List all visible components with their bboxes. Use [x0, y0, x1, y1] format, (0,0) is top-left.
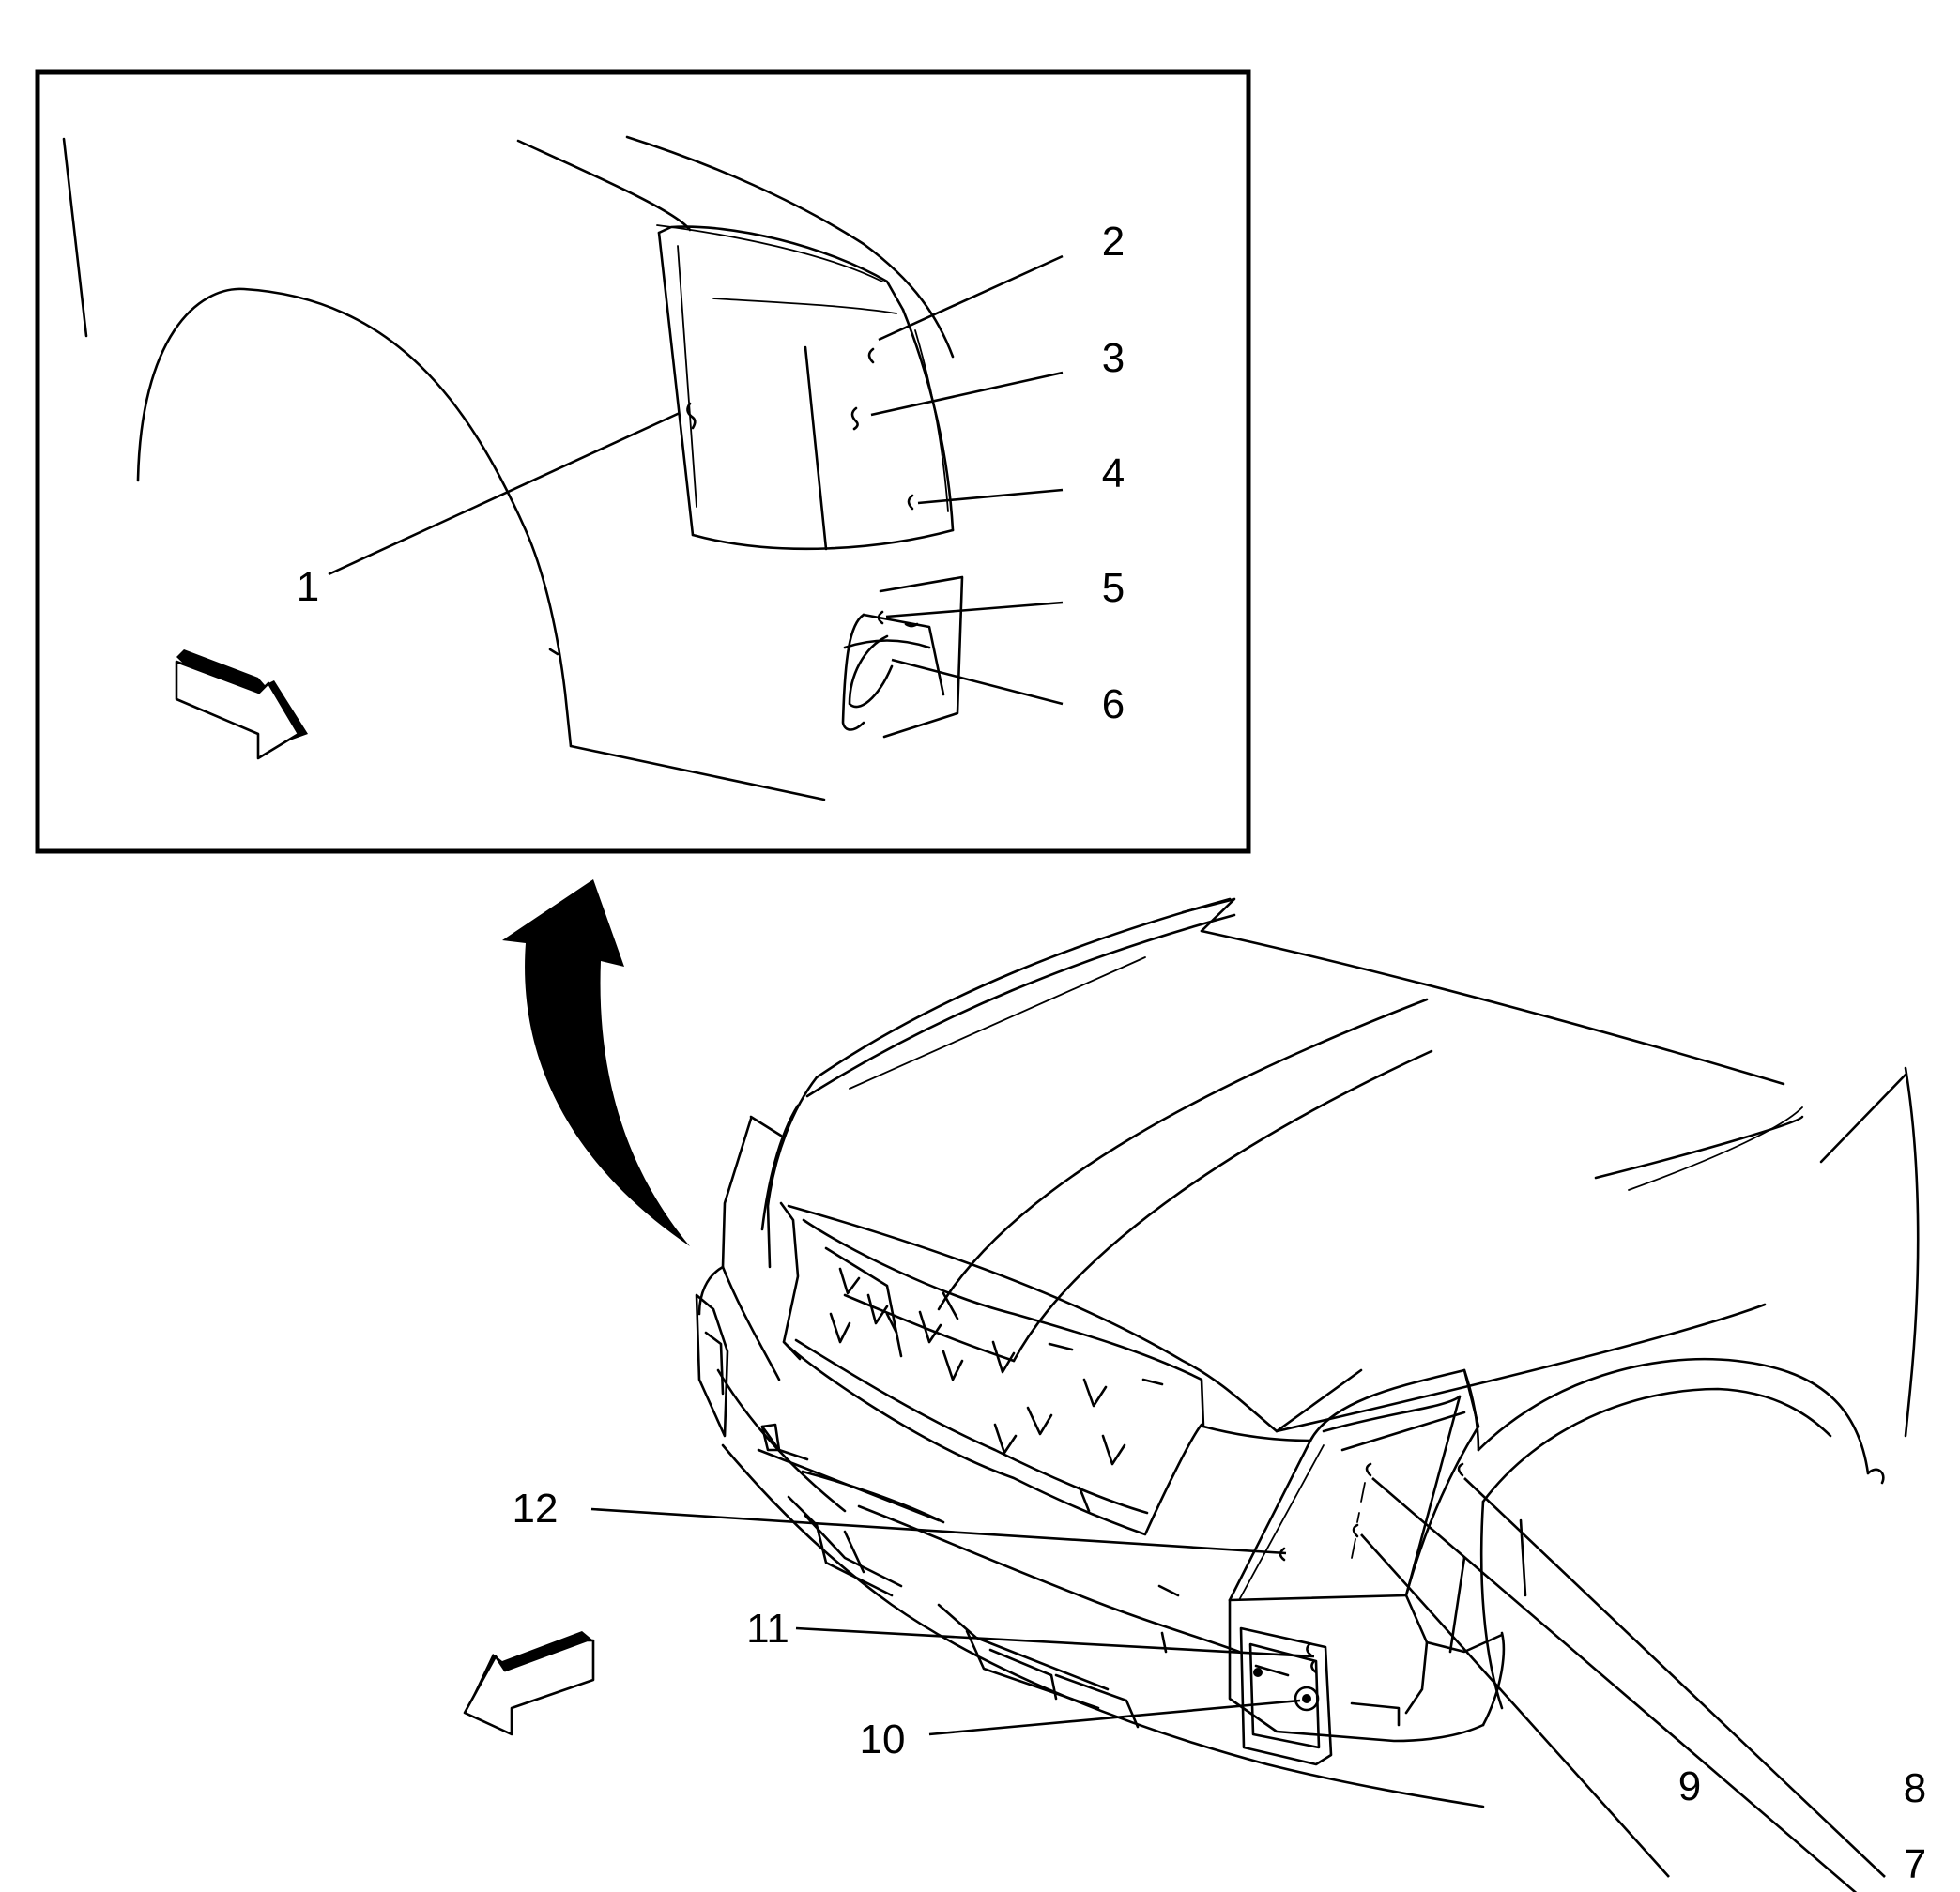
callout-5: 5	[1102, 565, 1125, 611]
inset-frame	[35, 69, 1251, 854]
callout-2: 2	[1102, 219, 1125, 265]
callout-10: 10	[860, 1717, 906, 1762]
forward-arrow-icon	[463, 1631, 595, 1736]
callout-3: 3	[1102, 335, 1125, 381]
callout-4: 4	[1102, 450, 1125, 496]
callout-1: 1	[297, 564, 319, 610]
view-curved-arrow-icon	[502, 879, 690, 1246]
callout-12: 12	[513, 1486, 559, 1532]
direction-arrow-icon	[175, 649, 308, 760]
vehicle-front-view: 7 8 9 10 11 12	[463, 897, 1926, 1892]
inset-detail-view: 1 2 3 4 5 6	[35, 69, 1251, 854]
callout-6: 6	[1102, 681, 1125, 727]
callout-11: 11	[746, 1606, 789, 1652]
callout-9: 9	[1678, 1763, 1701, 1809]
callout-8: 8	[1904, 1765, 1926, 1811]
callout-7: 7	[1904, 1841, 1926, 1887]
